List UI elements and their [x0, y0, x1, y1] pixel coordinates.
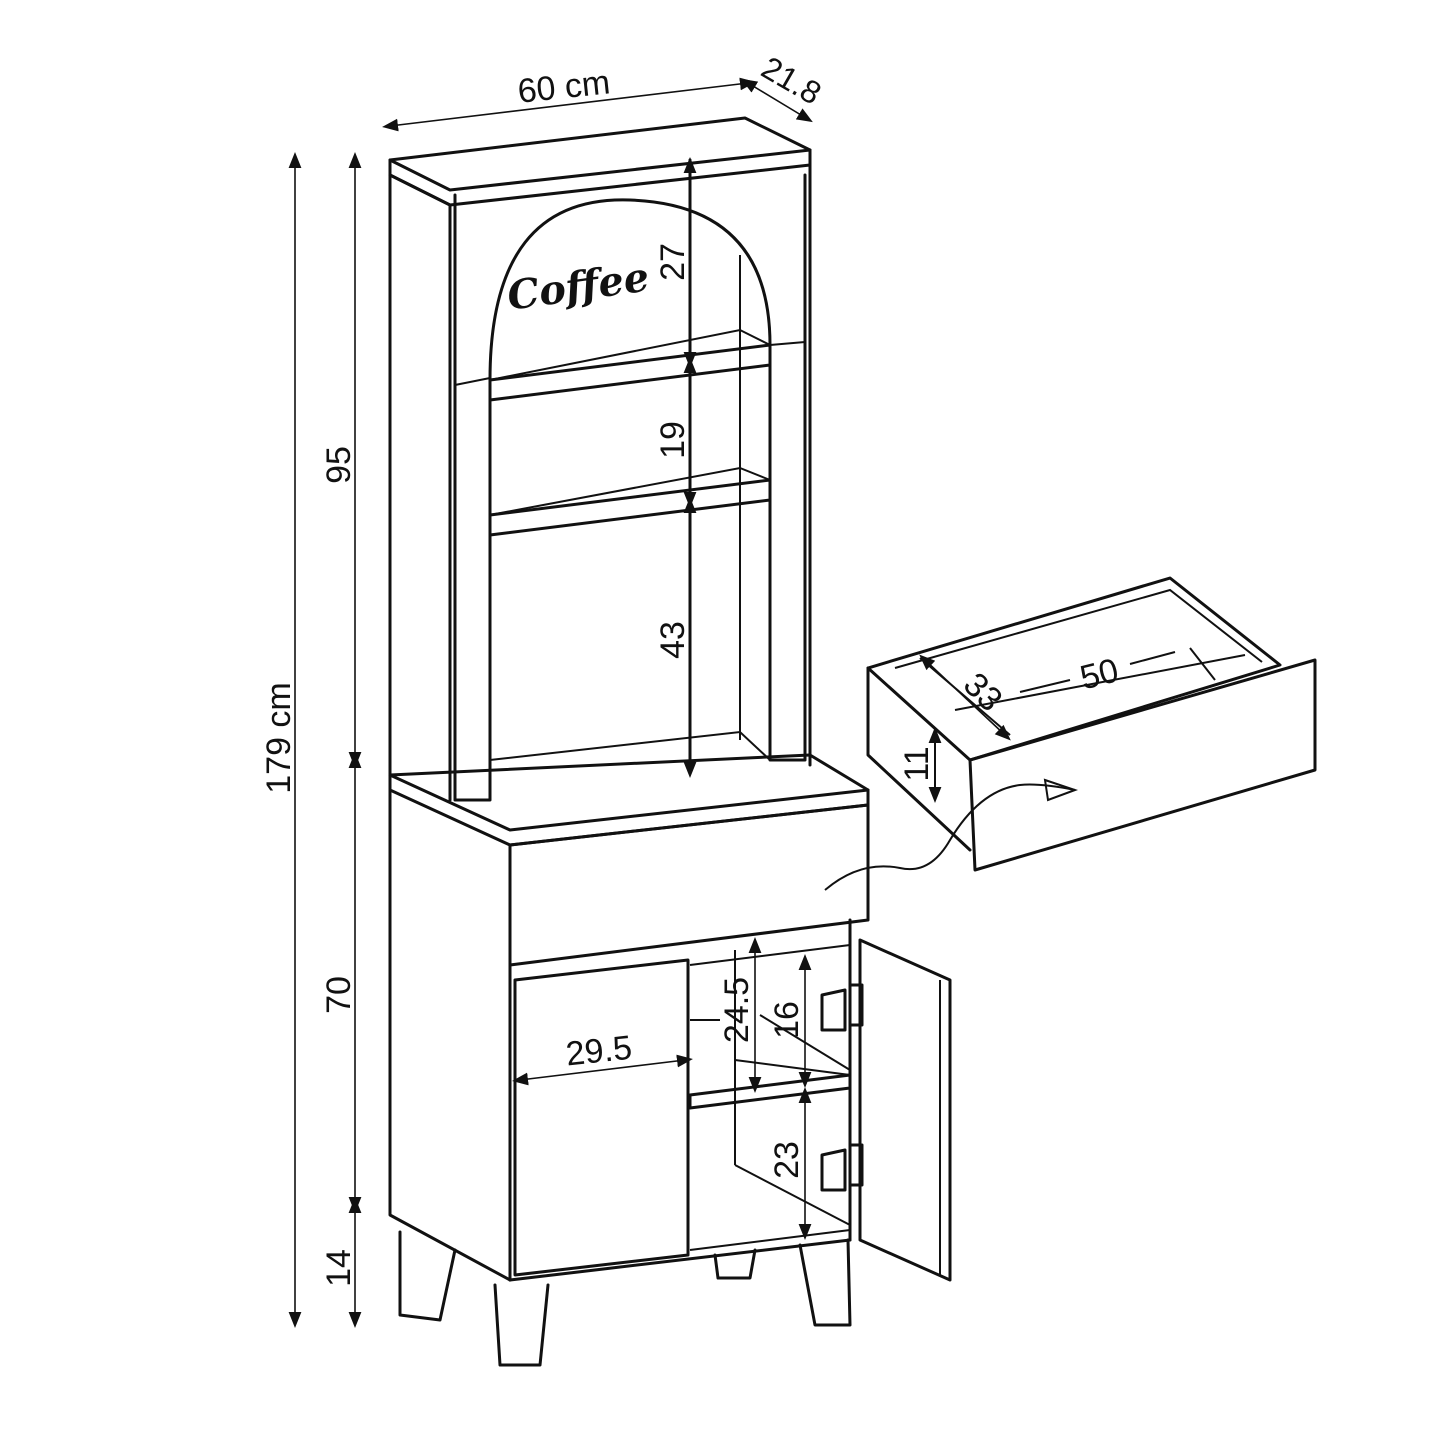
cabinet-dimension-lines	[512, 937, 851, 1240]
lower-compartment-label: 43	[654, 621, 692, 659]
leg-height-label: 14	[320, 1249, 358, 1287]
drawer-width-label: 50	[1076, 651, 1122, 697]
vertical-dimension-lines	[288, 152, 362, 1328]
coffee-lettering: Coffee	[504, 253, 652, 319]
hutch	[388, 116, 812, 802]
cabinet-lower-height-label: 23	[768, 1141, 806, 1179]
drawer-height-label: 11	[898, 746, 936, 781]
drawer-dimension-lines	[919, 651, 1176, 803]
width-label: 60 cm	[516, 63, 612, 110]
middle-compartment-label: 19	[654, 421, 692, 459]
drawer-depth-label: 33	[956, 665, 1010, 719]
base-cabinet	[388, 753, 952, 1367]
top-compartment-label: 27	[654, 243, 692, 281]
depth-label: 21.8	[756, 49, 828, 111]
hutch-height-label: 95	[320, 446, 358, 484]
total-height-label: 179 cm	[260, 682, 298, 794]
door-width-label: 29.5	[564, 1029, 634, 1074]
top-dimension-lines	[382, 77, 813, 132]
cabinet-shelf-gap-label: 16	[768, 1001, 806, 1039]
base-height-label: 70	[320, 976, 358, 1014]
drawer-detail	[824, 576, 1317, 891]
cabinet-upper-height-label: 24.5	[718, 977, 756, 1043]
